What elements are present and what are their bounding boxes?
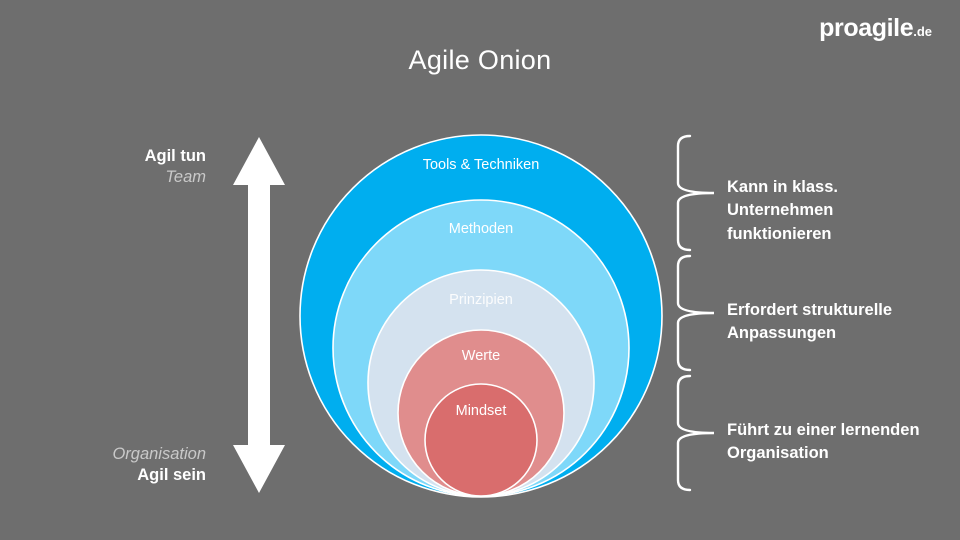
onion-rings	[299, 134, 663, 498]
note-2-line-1: Erfordert strukturelle	[727, 301, 893, 319]
curly-brackets	[676, 134, 715, 492]
onion-layer-5[interactable]	[424, 383, 538, 497]
note-3-line-1: Führt zu einer lernenden	[727, 421, 920, 439]
double-headed-vertical-arrow	[233, 137, 285, 493]
curly-bracket-2	[676, 254, 715, 372]
brand-name: proagile	[819, 14, 914, 42]
axis-label-bottom: Organisation Agil sein	[16, 444, 206, 486]
axis-bottom-secondary: Organisation	[112, 445, 206, 463]
axis-bottom-primary: Agil sein	[137, 466, 206, 485]
onion-layer-label-2: Methoden	[449, 221, 514, 237]
onion-layer-label-5: Mindset	[456, 403, 507, 419]
note-1-line-3: funktionieren	[727, 224, 832, 243]
note-1-line-1: Kann in klass.	[727, 178, 838, 196]
onion-ring-labels: Tools & TechnikenMethodenPrinzipienWerte…	[423, 157, 540, 419]
note-1: Kann in klass. Unternehmen funktionieren	[727, 176, 952, 246]
note-3: Führt zu einer lernenden Organisation	[727, 419, 952, 466]
curly-bracket-1	[676, 134, 715, 252]
curly-bracket-3	[676, 374, 715, 492]
onion-layer-label-1: Tools & Techniken	[423, 157, 540, 173]
axis-label-top: Agil tun Team	[16, 146, 206, 188]
onion-layer-label-4: Werte	[462, 348, 500, 364]
onion-layer-label-3: Prinzipien	[449, 292, 513, 308]
note-2: Erfordert strukturelle Anpassungen	[727, 299, 952, 346]
axis-top-secondary: Team	[165, 168, 206, 187]
brand-logo: proagile.de	[819, 16, 932, 41]
note-3-line-2: Organisation	[727, 444, 829, 463]
page-title: Agile Onion	[408, 45, 552, 75]
axis-top-primary: Agil tun	[144, 147, 206, 165]
note-2-line-2: Anpassungen	[727, 324, 837, 343]
note-1-line-2: Unternehmen	[727, 201, 834, 220]
brand-suffix: .de	[913, 24, 932, 39]
